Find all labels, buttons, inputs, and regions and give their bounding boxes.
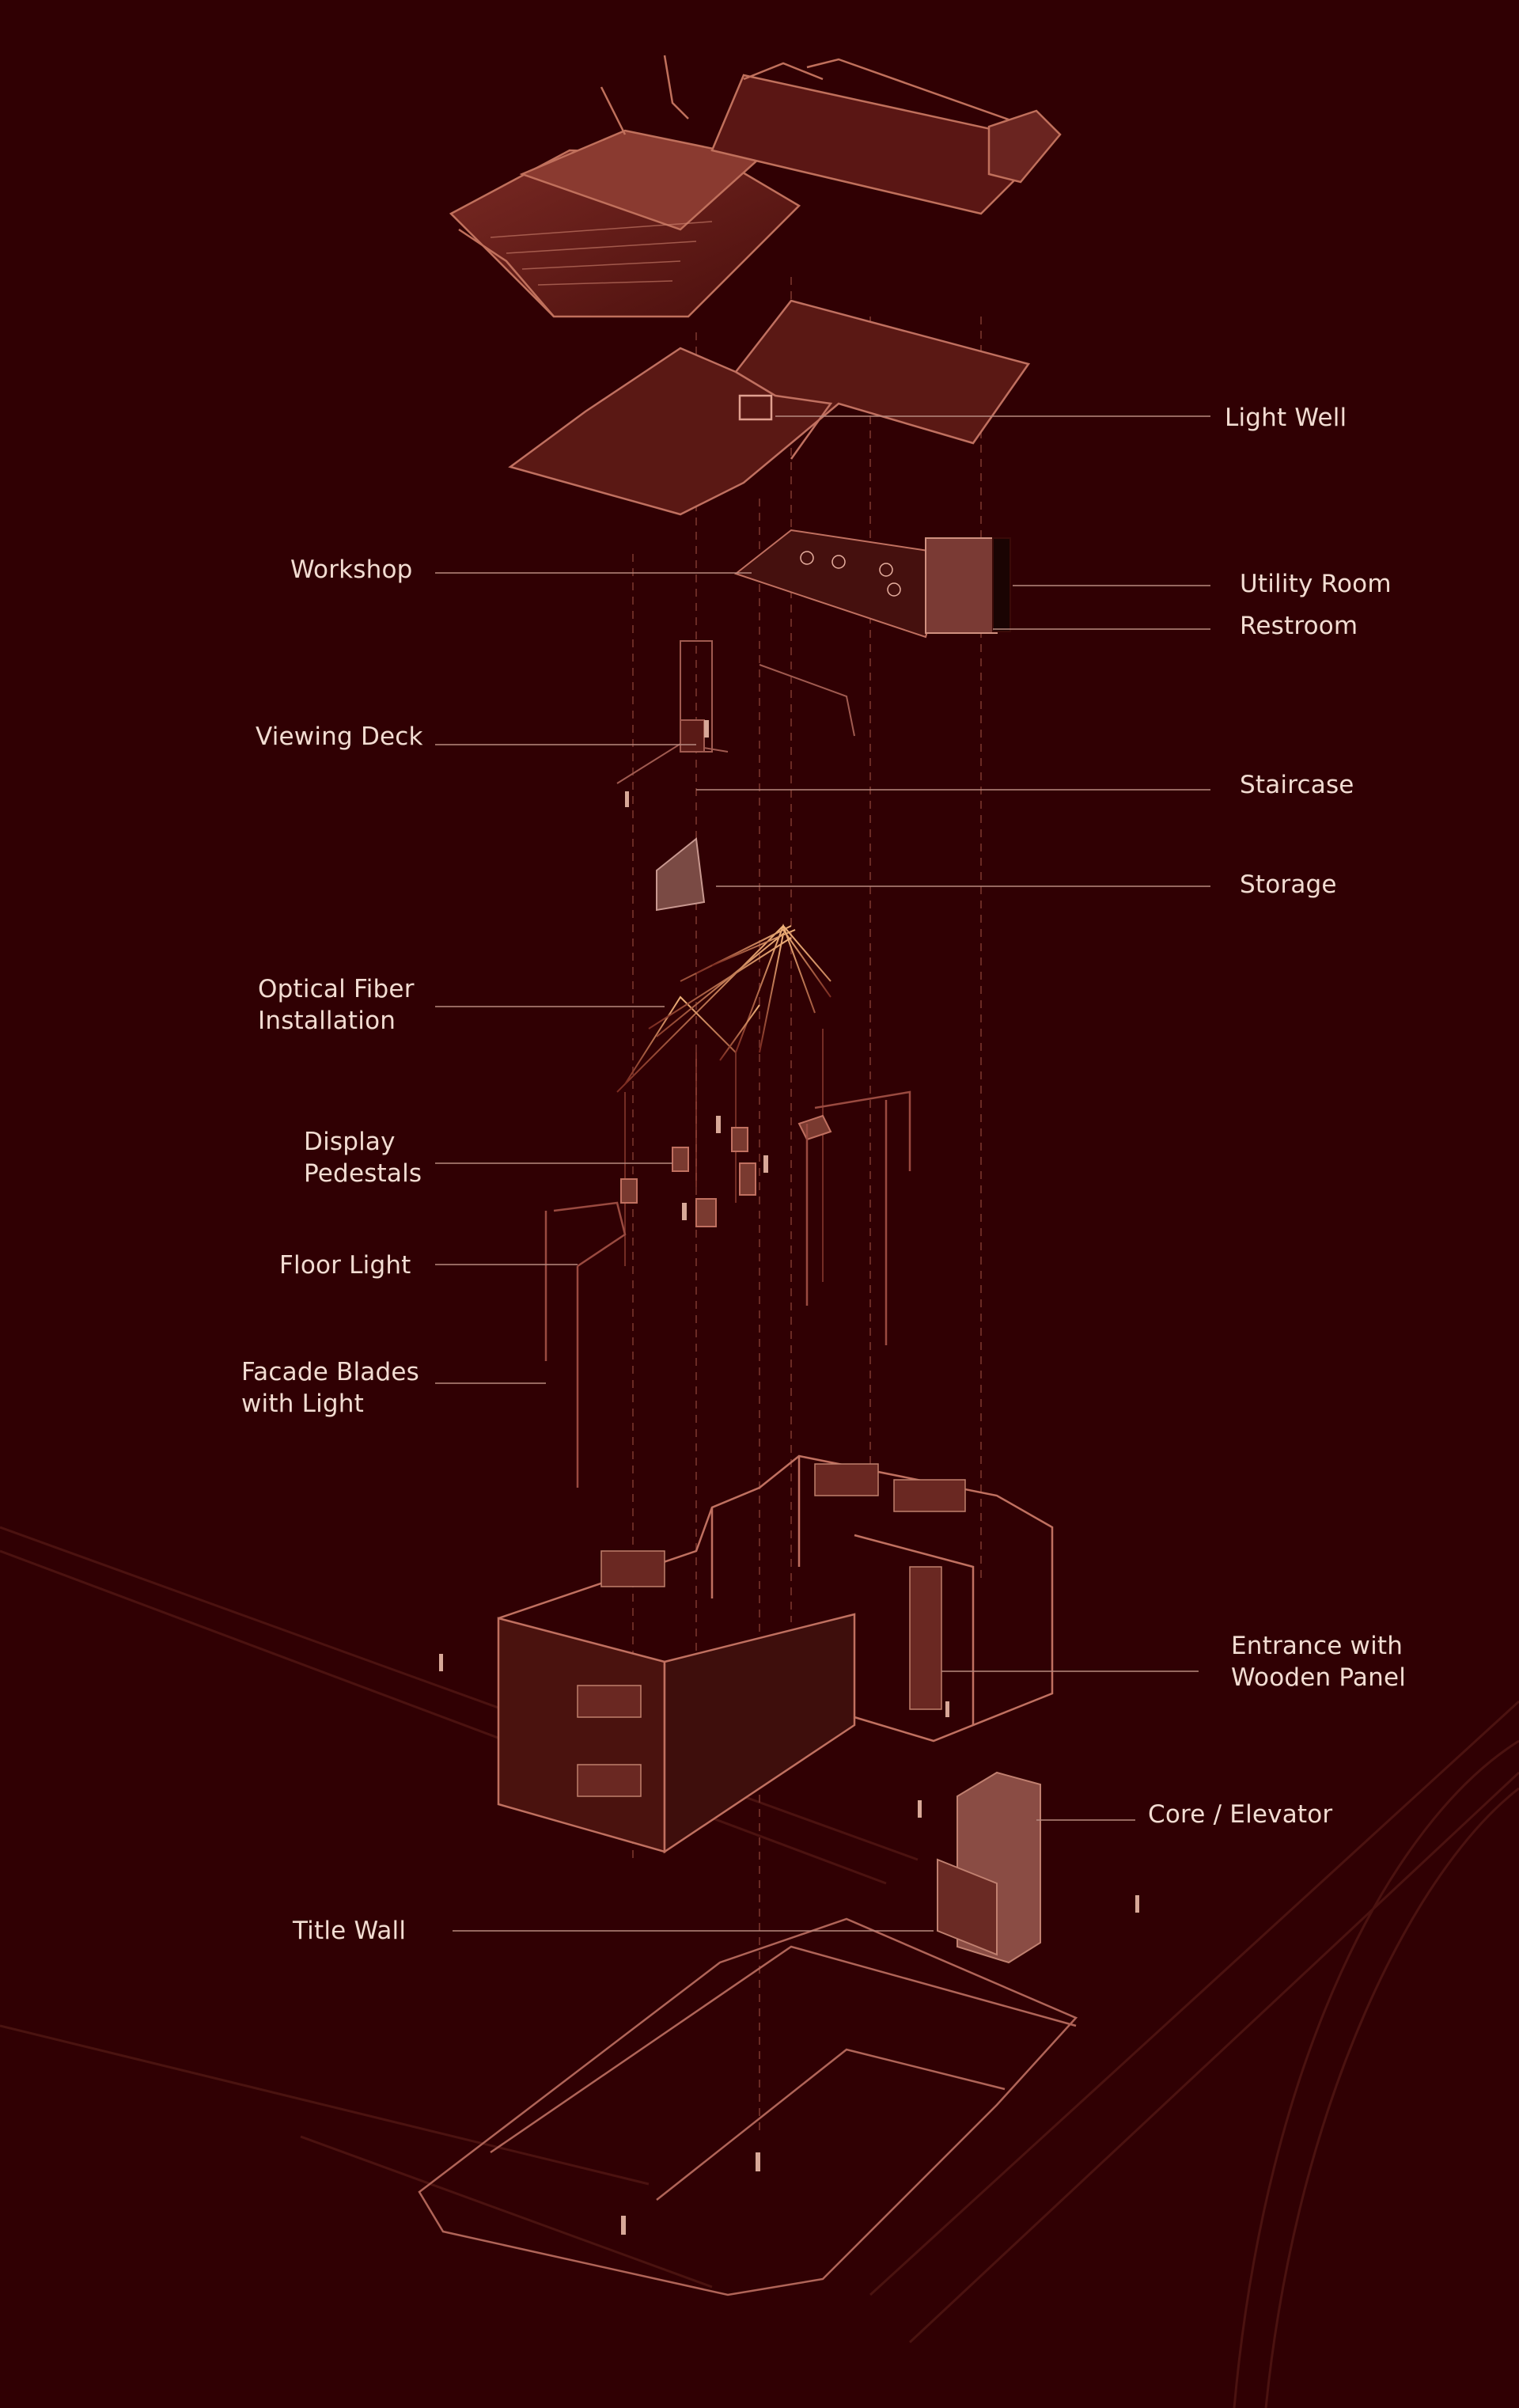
facade-blades <box>546 1092 910 1488</box>
label-viewing-deck: Viewing Deck <box>256 721 423 753</box>
staircase-and-deck <box>617 641 854 910</box>
label-floor-light: Floor Light <box>279 1250 411 1281</box>
label-facade-blades: Facade Blades with Light <box>241 1356 419 1420</box>
label-workshop: Workshop <box>290 554 413 586</box>
label-utility-room: Utility Room <box>1240 568 1392 600</box>
label-entrance-wooden-panel: Entrance with Wooden Panel <box>1231 1630 1406 1693</box>
fiber-hanging-lines <box>625 1029 823 1282</box>
workshop-floor <box>736 530 1010 637</box>
label-light-well: Light Well <box>1225 402 1347 434</box>
display-pedestals <box>621 1116 831 1227</box>
roof-slab <box>510 301 1028 514</box>
core-elevator <box>938 1773 1040 1962</box>
label-staircase: Staircase <box>1240 769 1354 801</box>
label-restroom: Restroom <box>1240 610 1358 642</box>
label-core-elevator: Core / Elevator <box>1148 1799 1332 1830</box>
traditional-roof <box>451 55 1060 317</box>
label-optical-fiber-installation: Optical Fiber Installation <box>258 973 415 1037</box>
label-storage: Storage <box>1240 869 1337 901</box>
optical-fiber-installation <box>617 926 831 1092</box>
label-title-wall: Title Wall <box>293 1915 406 1947</box>
human-figures <box>439 720 1139 2235</box>
ground-slab <box>419 1919 1076 2295</box>
label-display-pedestals: Display Pedestals <box>304 1126 422 1189</box>
